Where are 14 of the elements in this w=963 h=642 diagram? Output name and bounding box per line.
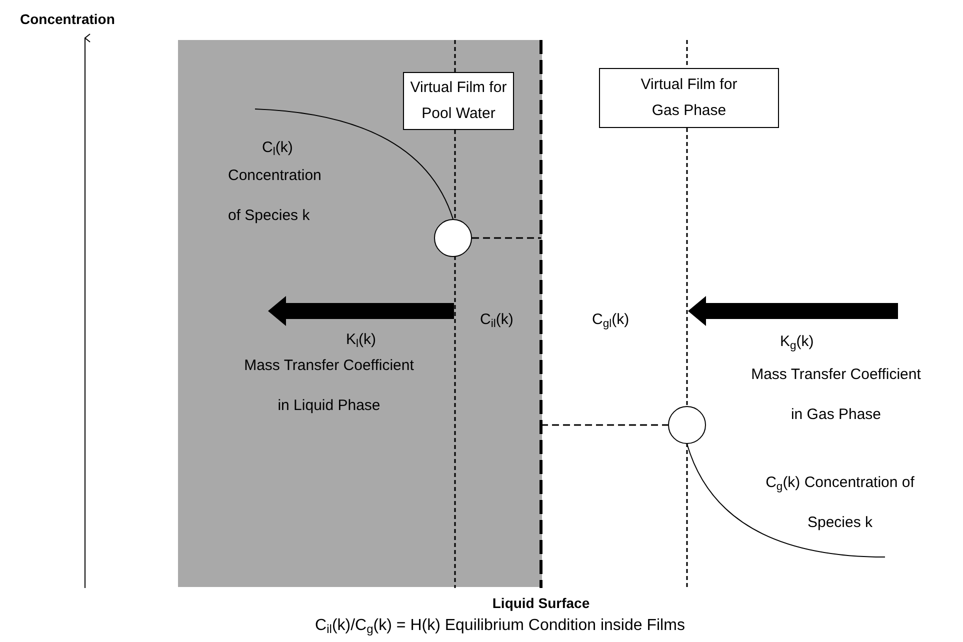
axis-label: Concentration <box>20 10 116 28</box>
annotation-text: Mass Transfer Coefficient in Gas Phase <box>750 365 922 425</box>
caption: C$_{il}$(k)/C$_{g}$(k) = H(k) Equilibrium Condition inside Films <box>314 616 686 636</box>
annotation-text: Concentration of Species k <box>228 166 322 226</box>
annotation-text: C$_{g}$(k) Concentration of Species k <box>765 473 915 533</box>
annotation-text: K$_{l}$(k) <box>346 330 378 352</box>
annotation-text: C$_{l}$(k) <box>262 138 294 160</box>
annotation-text: Liquid Surface <box>491 594 591 612</box>
annotation-text: Mass Transfer Coefficient in Liquid Phase <box>243 356 415 416</box>
film-label-box: Virtual Film for Pool Water <box>403 72 514 130</box>
annotation-text: K$_{g}$(k) <box>780 332 815 354</box>
film-label-box: Virtual Film for Gas Phase <box>599 68 779 128</box>
annotation-text: C$_{gl}$(k) <box>592 310 630 332</box>
annotation-text: C$_{il}$(k) <box>480 310 514 332</box>
